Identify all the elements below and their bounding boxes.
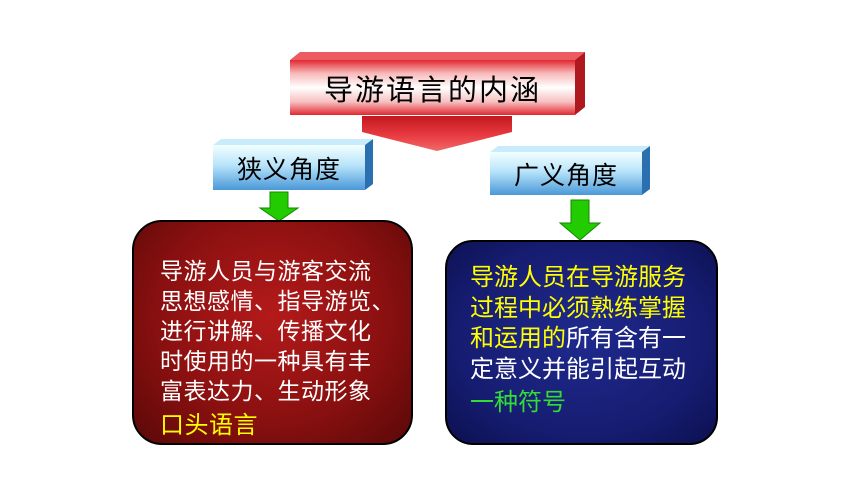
broad-down-arrow xyxy=(558,199,602,241)
narrow-label-box: 狭义角度 xyxy=(213,145,365,190)
narrow-label-top-face xyxy=(213,139,373,145)
narrow-description-box: 导游人员与游客交流 思想感情、指导游览、 进行讲解、传播文化 时使用的一种具有丰… xyxy=(132,220,413,445)
broad-label-box: 广义角度 xyxy=(490,152,642,195)
broad-label-text: 广义角度 xyxy=(513,160,618,190)
title-box-top-face xyxy=(290,52,585,60)
title-box: 导游语言的内涵 xyxy=(290,60,575,115)
narrow-line-5: 富表达力、生动形象 xyxy=(160,379,372,405)
narrow-line-2: 思想感情、指导游览、 xyxy=(160,289,395,315)
narrow-line-4: 时使用的一种具有丰 xyxy=(160,349,372,375)
title-down-arrow xyxy=(362,116,512,151)
broad-line-3-white: 所有含有一 xyxy=(566,324,686,352)
narrow-line-1: 导游人员与游客交流 xyxy=(160,259,372,285)
broad-description-box: 导游人员在导游服务 过程中必须熟练掌握 和运用的所有含有一 定意义并能引起互动 … xyxy=(445,240,718,445)
broad-label-top-face xyxy=(490,146,650,152)
narrow-highlight: 口头语言 xyxy=(160,411,258,439)
narrow-label-side-face xyxy=(365,139,373,190)
broad-label-side-face xyxy=(642,146,650,195)
narrow-label-text: 狭义角度 xyxy=(236,154,341,184)
broad-line-4: 定意义并能引起互动 xyxy=(470,354,686,383)
broad-line-2: 过程中必须熟练掌握 xyxy=(470,293,686,322)
title-text: 导游语言的内涵 xyxy=(323,72,541,107)
narrow-description-text: 导游人员与游客交流 思想感情、指导游览、 进行讲解、传播文化 时使用的一种具有丰… xyxy=(160,257,395,440)
broad-line-1: 导游人员在导游服务 xyxy=(470,263,686,291)
broad-line-3-yellow: 和运用的 xyxy=(470,324,566,352)
narrow-line-3: 进行讲解、传播文化 xyxy=(160,319,372,345)
broad-description-text: 导游人员在导游服务 过程中必须熟练掌握 和运用的所有含有一 定意义并能引起互动 … xyxy=(470,262,686,418)
title-box-side-face xyxy=(575,52,585,115)
narrow-down-arrow xyxy=(258,191,300,222)
broad-line-3: 和运用的所有含有一 xyxy=(470,323,686,354)
broad-highlight: 一种符号 xyxy=(470,388,566,416)
